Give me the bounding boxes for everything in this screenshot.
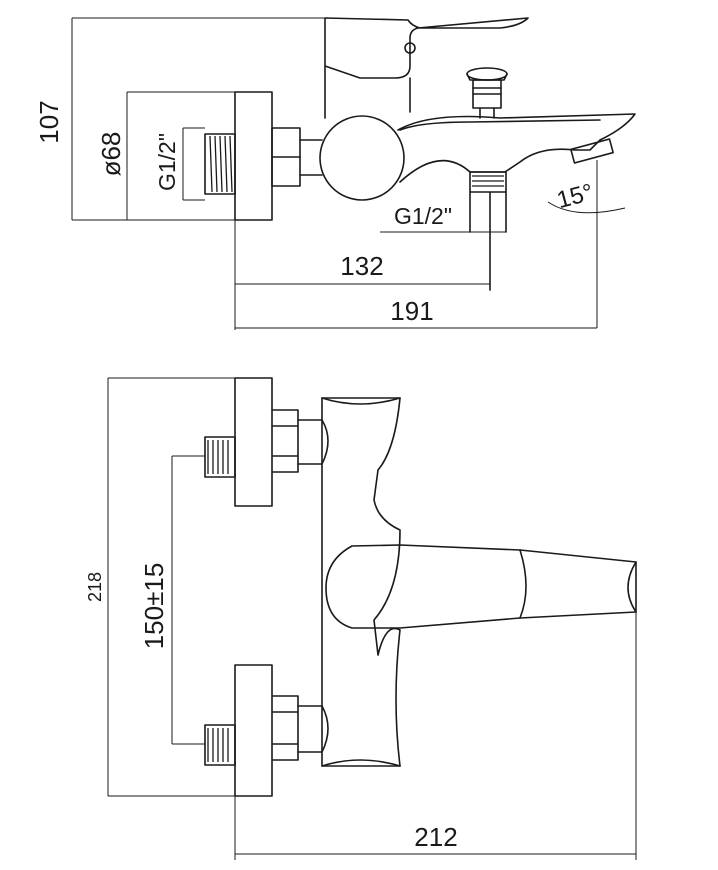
outlet-thread-side: G1/2" [380, 171, 507, 291]
dimension-label-diameter: ø68 [96, 132, 126, 177]
dimension-label-107: 107 [34, 100, 64, 143]
dimension-label-angle: 15° [554, 179, 596, 214]
dimension-inlet-spacing: 150±15 [139, 455, 205, 745]
dimension-label-191: 191 [390, 296, 433, 326]
aerator-side [570, 138, 614, 164]
dimension-label-218: 218 [85, 572, 105, 602]
hex-nut-side [271, 127, 323, 187]
diverter-knob-side [466, 67, 508, 119]
side-view: 107 ø68 G1/2" [34, 17, 636, 330]
dimension-angle: 15° [547, 160, 626, 328]
dimension-label-thread-inlet: G1/2" [154, 133, 180, 191]
front-view: 218 150±15 [85, 377, 637, 860]
dimension-label-212: 212 [414, 822, 457, 852]
dimension-total-depth: 191 [235, 296, 597, 329]
dimension-total-width: 212 [234, 612, 637, 860]
dimension-height-side: 107 [34, 17, 325, 221]
upper-inlet [204, 377, 329, 507]
dimension-label-132: 132 [340, 251, 383, 281]
dimension-label-150: 150±15 [139, 563, 169, 650]
inlet-thread-side [204, 133, 236, 195]
lever-handle-side [324, 17, 529, 119]
dimension-label-thread-outlet: G1/2" [394, 203, 452, 229]
dimension-outlet-distance: 132 [234, 220, 490, 330]
mixer-body-side [319, 115, 405, 201]
dimension-total-height: 218 [85, 377, 235, 797]
spout-side [397, 113, 636, 183]
dimension-flange-diameter: ø68 [96, 91, 235, 220]
mixer-body-front [321, 397, 401, 767]
dimension-thread-inlet: G1/2" [154, 127, 205, 201]
lever-spout-front [325, 544, 637, 629]
wall-flange-side [234, 91, 273, 221]
lower-inlet [204, 664, 329, 797]
